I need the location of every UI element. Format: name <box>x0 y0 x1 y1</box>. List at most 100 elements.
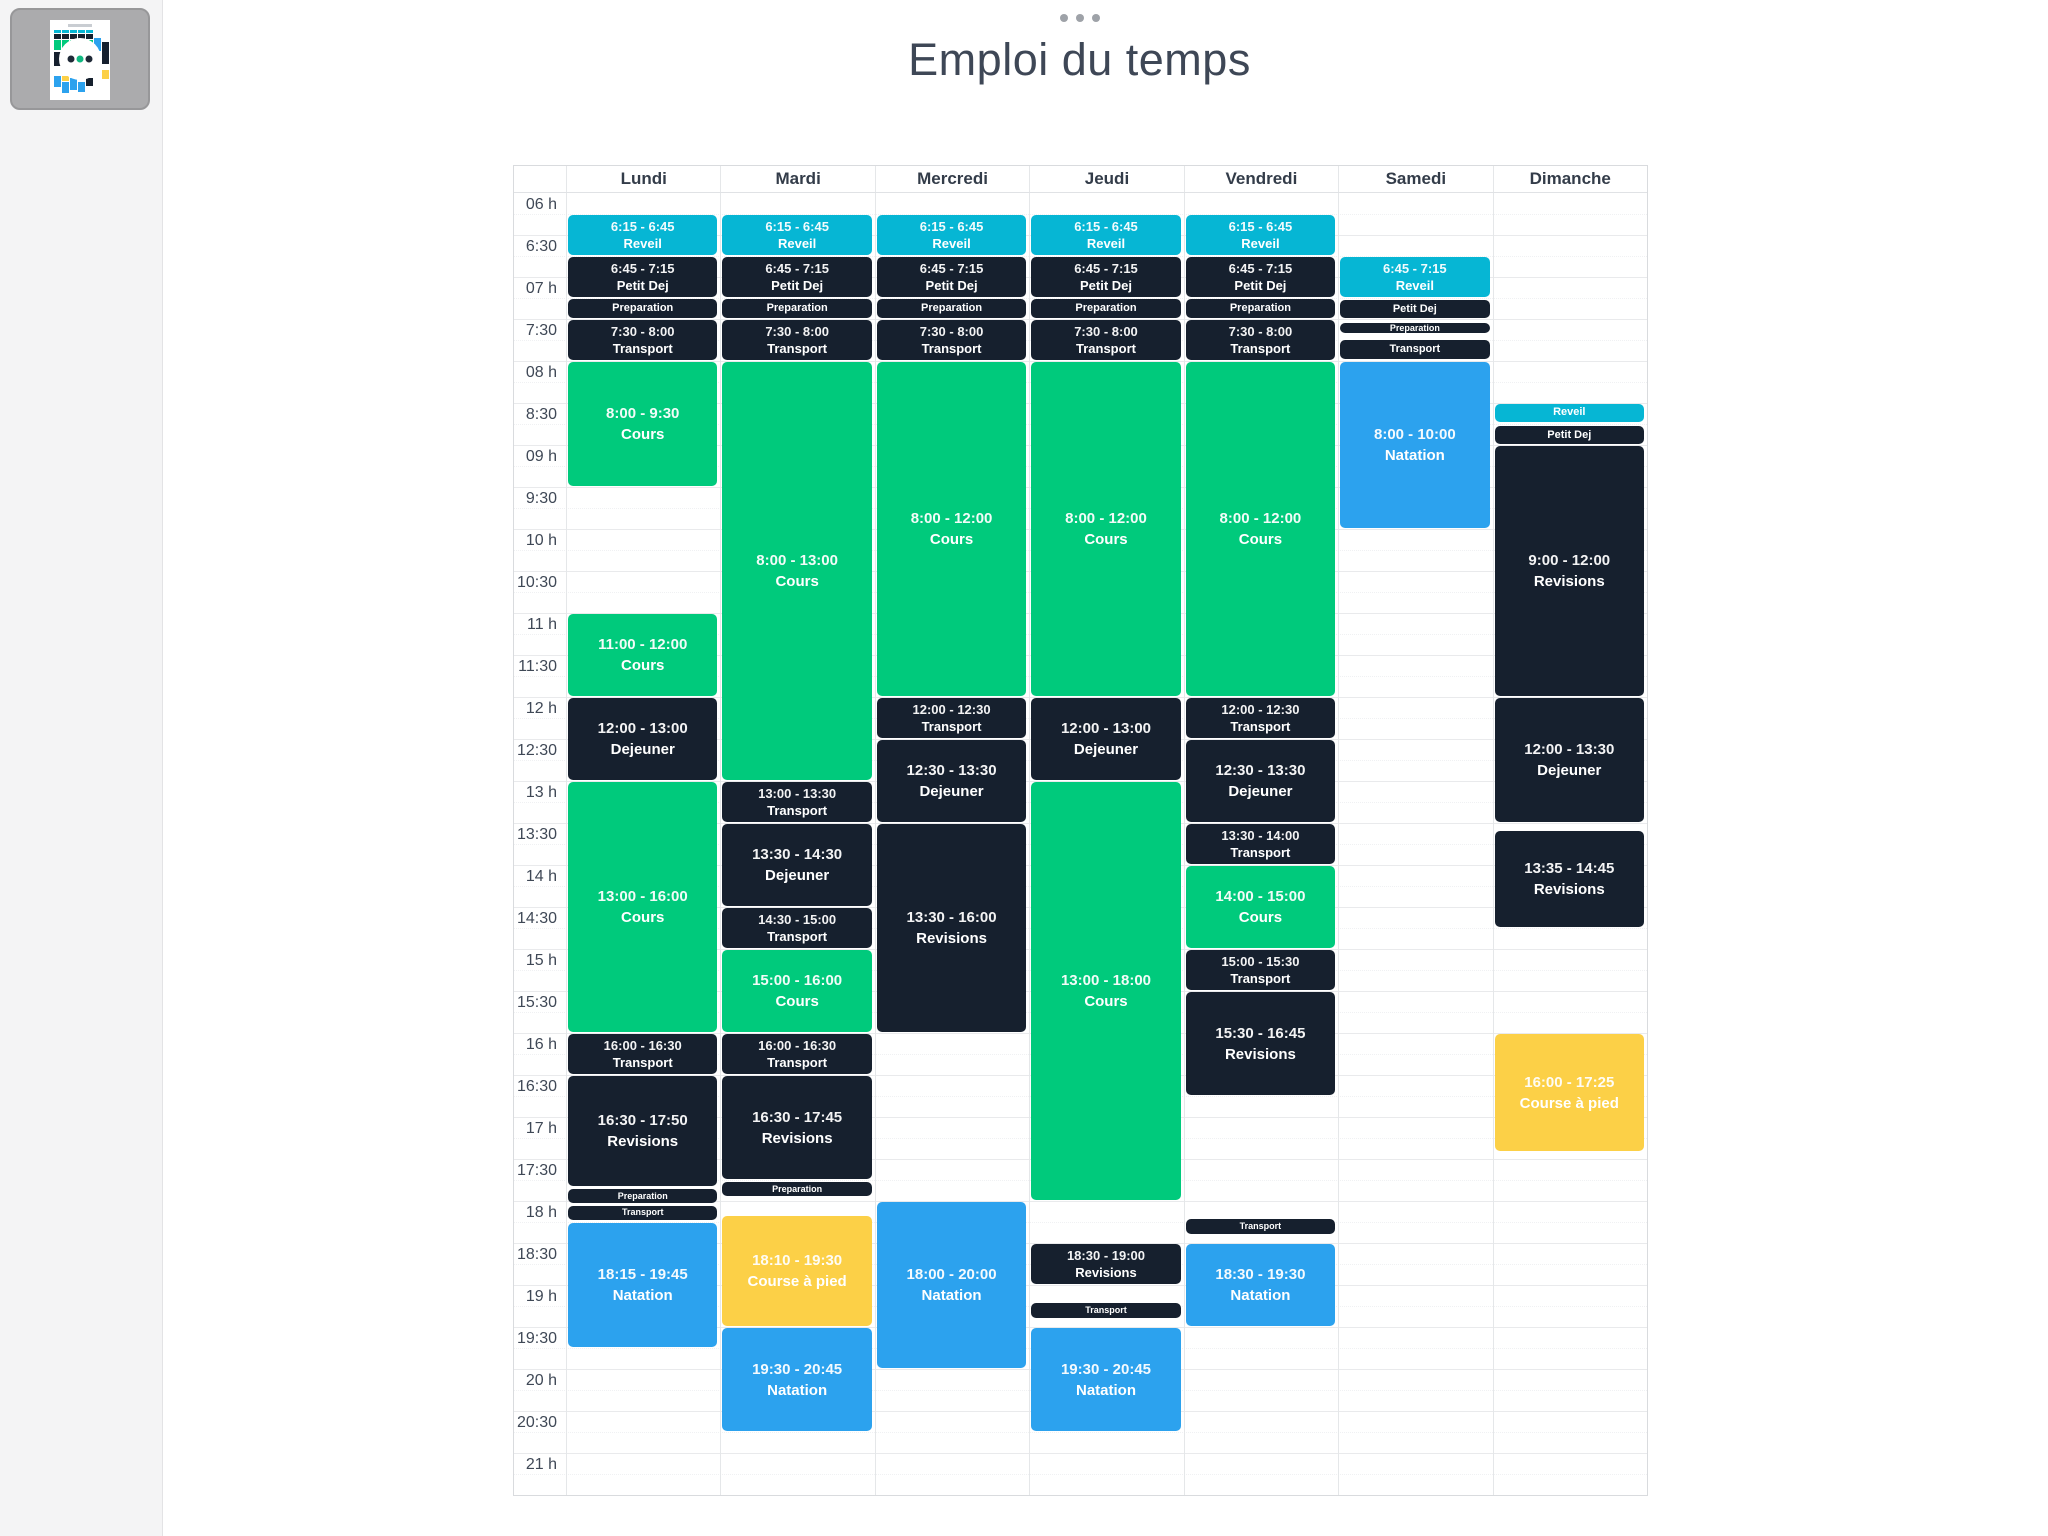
event-preparation[interactable]: Preparation <box>568 1189 718 1203</box>
event-title: Reveil <box>932 236 971 251</box>
event-time: 12:00 - 13:00 <box>1060 720 1152 737</box>
event-title: Transport <box>1230 845 1291 860</box>
gridline-15min <box>514 256 1647 257</box>
time-label: 09 h <box>525 448 557 465</box>
overflow-dots-icon[interactable] <box>513 14 1646 22</box>
event-time: 13:30 - 14:30 <box>752 846 843 863</box>
event-title: Transport <box>1076 341 1136 356</box>
time-label: 7:30 <box>525 322 557 339</box>
event-time: 18:15 - 19:45 <box>597 1266 688 1283</box>
event-transport[interactable]: Transport <box>1031 1302 1181 1318</box>
event-title: Preparation <box>1229 302 1291 314</box>
event-title: Cours <box>1238 531 1283 548</box>
event-preparation[interactable]: Preparation <box>722 1182 872 1196</box>
event-time: 12:30 - 13:30 <box>906 762 997 779</box>
event-preparation[interactable]: Preparation <box>1340 322 1490 334</box>
event-reveil[interactable]: Reveil <box>1494 404 1644 422</box>
event-transport[interactable]: Transport <box>568 1206 718 1220</box>
event-preparation[interactable]: Preparation <box>568 299 718 318</box>
event-time: 13:30 - 14:00 <box>1221 828 1300 843</box>
event-title: Transport <box>612 341 673 356</box>
time-label: 12 h <box>525 700 557 717</box>
time-label: 20:30 <box>516 1414 557 1431</box>
event-title: Transport <box>1230 719 1291 734</box>
event-time: 19:30 - 20:45 <box>752 1360 843 1378</box>
event-transport[interactable]: Transport <box>1340 339 1490 359</box>
event-title: Transport <box>767 1055 828 1070</box>
event-title: Transport <box>1239 1220 1282 1231</box>
page-thumbnail[interactable] <box>10 8 150 110</box>
event-petit-dej[interactable]: Petit Dej <box>1494 426 1644 444</box>
event-petit-dej[interactable]: Petit Dej <box>1340 300 1490 318</box>
event-title: Natation <box>921 1287 982 1304</box>
time-label: 13:30 <box>516 826 557 843</box>
event-preparation[interactable]: Preparation <box>1185 299 1336 318</box>
event-preparation[interactable]: Preparation <box>722 299 872 318</box>
time-label: 19 h <box>525 1288 557 1305</box>
column-separator <box>1029 193 1031 1495</box>
time-label: 14:30 <box>516 910 557 927</box>
event-time: 12:00 - 13:00 <box>597 720 688 737</box>
event-preparation[interactable]: Preparation <box>876 299 1027 318</box>
event-title: Dejeuner <box>919 783 984 800</box>
event-title: Revisions <box>1533 881 1605 898</box>
event-preparation[interactable]: Preparation <box>1031 299 1181 318</box>
event-transport[interactable]: Transport <box>1185 1218 1336 1234</box>
